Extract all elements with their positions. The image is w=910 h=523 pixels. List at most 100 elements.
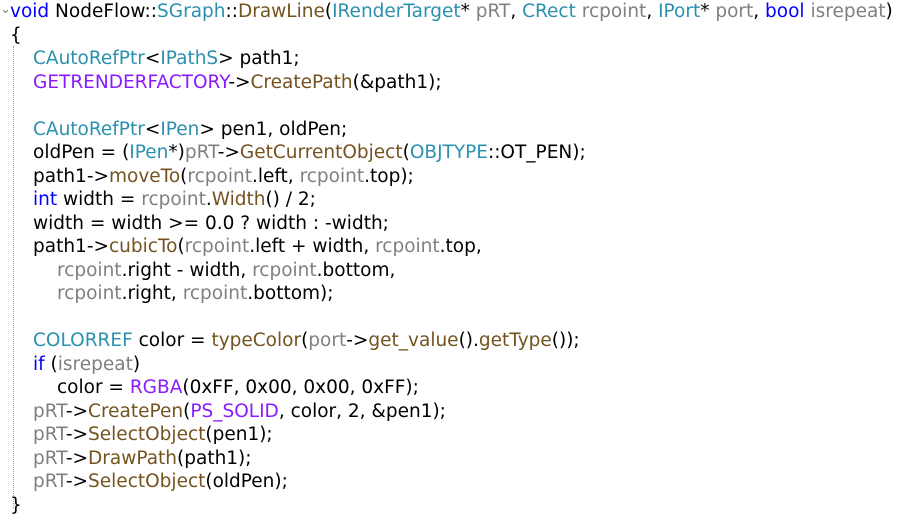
code-line[interactable]: path1->cubicTo(rcpoint.left + width, rcp… [0,235,910,259]
code-token: , [753,1,766,22]
code-token: CAutoRefPtr [33,118,145,140]
code-token: get_value [368,330,459,351]
code-token: port [308,330,347,351]
code-token: RGBA [129,377,183,398]
code-token: pRT [33,424,66,445]
code-line[interactable]: pRT->CreatePen(PS_SOLID, color, 2, &pen1… [0,400,910,424]
code-token: CRect [522,1,576,22]
code-token: ::OT_PEN); [487,142,586,163]
code-token: (path1); [177,447,252,469]
code-line[interactable]: pRT->DrawPath(path1); [0,447,910,471]
code-token: ) [885,1,893,22]
code-token: *) [168,142,185,163]
code-token: , [646,1,659,22]
code-line[interactable] [0,306,910,330]
code-token: IPen [129,142,169,163]
code-token: bool [765,1,805,22]
code-line[interactable]: oldPen = (IPen*)pRT->GetCurrentObject(OB… [0,141,910,165]
code-line[interactable]: width = width >= 0.0 ? width : -width; [0,212,910,236]
code-token: pRT [33,400,66,422]
code-token: .left + width, [249,236,376,257]
code-token: IPen [160,118,200,140]
code-line[interactable]: path1->moveTo(rcpoint.left, rcpoint.top)… [0,165,910,189]
code-line[interactable]: rcpoint.right - width, rcpoint.bottom, [0,259,910,283]
code-token: color = [132,330,212,351]
code-token: -> [65,471,89,492]
code-token: moveTo [109,165,181,187]
code-token: , color, 2, &pen1); [278,400,446,422]
code-token: SelectObject [88,424,206,445]
code-line[interactable]: pRT->SelectObject(pen1); [0,423,910,447]
code-line[interactable]: rcpoint.right, rcpoint.bottom); [0,282,910,306]
code-token: OBJTYPE [409,142,488,163]
code-token: -> [65,424,89,445]
code-token: . [205,189,212,210]
code-token: IRenderTarget [332,1,461,22]
code-token: port [715,1,754,22]
code-token: ) [132,353,141,375]
code-token: .bottom, [316,259,396,281]
code-token: IPort [658,1,701,22]
code-token: .right, [121,283,183,304]
code-token: (oldPen); [205,471,288,492]
code-line[interactable] [0,94,910,118]
code-token: oldPen = ( [33,142,130,163]
code-token: -> [217,142,240,163]
code-line[interactable]: { [0,24,910,48]
code-token: CreatePath [250,71,353,93]
code-token: () / 2; [265,189,316,210]
code-line[interactable]: } [0,494,910,518]
code-token: pRT [33,471,66,492]
code-token: Width [211,189,266,210]
code-token: .left, [251,165,300,187]
code-token: > path1; [218,48,300,69]
code-token: typeColor [211,330,302,351]
code-line[interactable]: if (isrepeat) [0,353,910,377]
code-token: ( [44,353,58,375]
code-token: -> [65,447,89,469]
code-line[interactable]: color = RGBA(0xFF, 0x00, 0x00, 0xFF); [0,376,910,400]
code-token: CreatePen [88,400,184,422]
code-line[interactable]: CAutoRefPtr<IPen> pen1, oldPen; [0,118,910,142]
code-token: if [33,353,45,375]
code-line[interactable]: pRT->SelectObject(oldPen); [0,470,910,494]
code-token: PS_SOLID [190,400,279,422]
code-line[interactable]: void NodeFlow::SGraph::DrawLine(IRenderT… [0,0,910,24]
code-token: DrawLine [237,1,325,22]
code-token: < [144,118,161,140]
code-token: -> [65,400,89,422]
code-token: rcpoint [57,283,122,304]
code-token: CAutoRefPtr [33,48,145,69]
code-token: rcpoint [187,165,252,187]
code-token: (pen1); [205,424,273,445]
code-token: rcpoint [182,283,248,304]
code-token: width = width >= 0.0 ? width : -width; [33,212,389,234]
code-line[interactable]: CAutoRefPtr<IPathS> path1; [0,47,910,71]
code-token: (). [458,330,479,351]
code-token: pRT [33,447,66,469]
code-token: rcpoint [57,259,122,281]
code-line[interactable]: int width = rcpoint.Width() / 2; [0,188,910,212]
code-token: ()); [551,330,580,351]
code-token: ( [180,165,188,187]
code-token: isrepeat [810,1,886,22]
code-token: } [10,494,22,516]
code-token: IPathS [160,48,219,69]
code-token: rcpoint [299,165,365,187]
code-line[interactable]: COLORREF color = typeColor(port->get_val… [0,329,910,353]
code-token: :: [144,1,158,22]
code-token: COLORREF [33,330,133,351]
code-token: > pen1, oldPen; [199,118,348,140]
code-token: path1-> [33,236,110,257]
code-token: rcpoint [252,259,317,281]
code-token: .top, [439,236,482,257]
code-token: :: [225,1,238,22]
code-token: GetCurrentObject [239,142,403,163]
code-token: rcpoint [375,236,440,257]
code-token: .top); [364,165,414,187]
code-line[interactable]: GETRENDERFACTORY->CreatePath(&path1); [0,71,910,95]
fold-toggle-icon[interactable]: ⌄ [0,2,11,17]
code-token: (0xFF, 0x00, 0x00, 0xFF); [182,377,419,398]
code-token: .right - width, [121,259,253,281]
